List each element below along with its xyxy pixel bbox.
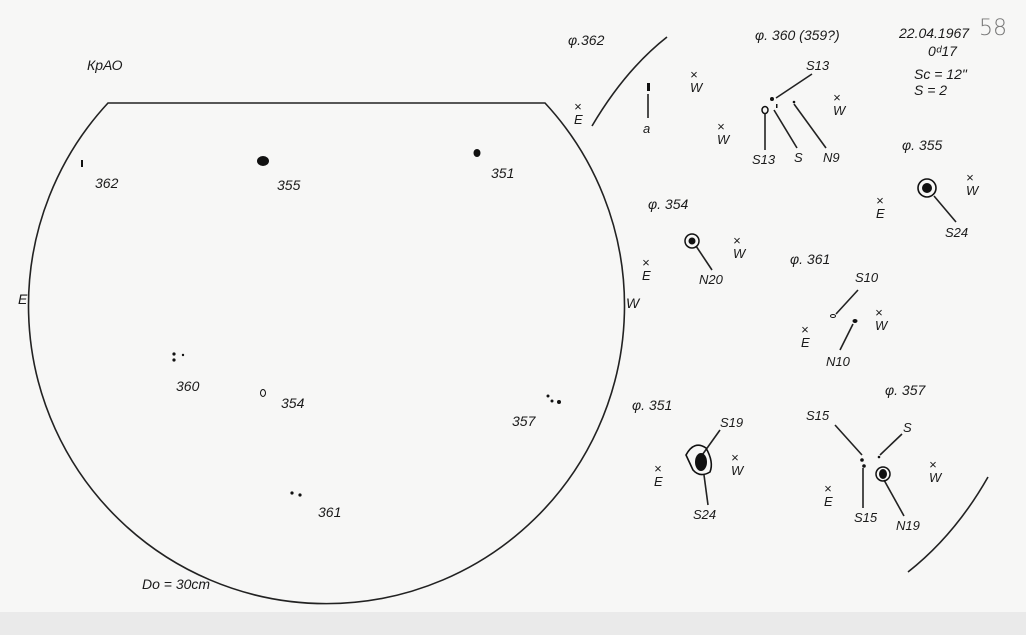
observatory-label: КрАО	[87, 57, 123, 73]
east-marker: ×E	[801, 322, 810, 350]
detail-title: φ. 354	[648, 196, 689, 212]
observation-time: 0ᵈ17	[928, 43, 957, 59]
spot-label: S13	[806, 58, 830, 73]
west-marker: ×W	[875, 305, 888, 333]
east-marker: ×E	[654, 461, 663, 489]
spot-label: S13	[752, 152, 776, 167]
spot-label: S15	[854, 510, 878, 525]
east-marker: ×E	[824, 481, 833, 509]
group-label: 360	[176, 378, 200, 394]
west-marker: ×W	[833, 90, 846, 118]
west-marker: ×W	[733, 233, 746, 261]
spot-label: a	[643, 121, 651, 136]
spot-label: S	[903, 420, 912, 435]
detail-title: φ. 351	[632, 397, 673, 413]
west-marker: ×W	[966, 170, 979, 198]
group-label: 354	[281, 395, 305, 411]
spot-label: N9	[823, 150, 840, 165]
spot-label: S	[794, 150, 803, 165]
spot-label: S24	[693, 507, 717, 522]
detail-title: φ. 355	[902, 137, 943, 153]
group-label: 351	[491, 165, 515, 181]
spot-label: N20	[699, 272, 723, 287]
spot-label: N10	[826, 354, 850, 369]
spot-label: S24	[945, 225, 969, 240]
east-marker: ×E	[642, 255, 651, 283]
spot-label: S15	[806, 408, 830, 423]
east-marker: ×E	[876, 193, 885, 221]
page-number: 58	[979, 16, 1007, 41]
spot-label: N19	[896, 518, 920, 533]
group-label: 362	[95, 175, 119, 191]
detail-title: φ.362	[568, 32, 605, 48]
group-label: 361	[318, 504, 342, 520]
disk-diameter-label: Do = 30cm	[142, 576, 211, 592]
drawing-sheet	[0, 0, 1026, 612]
disk-east-label: E	[18, 291, 28, 307]
group-label: 355	[277, 177, 301, 193]
disk-west-label: W	[626, 295, 640, 311]
west-marker: ×W	[929, 457, 942, 485]
observation-date: 22.04.1967	[899, 25, 970, 41]
spot-label: S19	[720, 415, 744, 430]
scan-margin	[0, 612, 1026, 635]
scale-value: Sc = 12"	[914, 66, 967, 82]
west-marker: ×W	[717, 119, 730, 147]
west-marker: ×W	[731, 450, 744, 478]
solar-disk-outline	[27, 102, 626, 605]
detail-title: φ. 360 (359?)	[755, 27, 840, 43]
spot-label: S10	[855, 270, 879, 285]
seeing-value: S = 2	[914, 82, 948, 98]
sunspots	[81, 83, 937, 497]
limb-arc-top	[591, 36, 668, 127]
detail-title: φ. 357	[885, 382, 926, 398]
detail-title: φ. 361	[790, 251, 831, 267]
west-marker: ×W	[690, 67, 703, 95]
limb-arc-bottom	[907, 476, 989, 573]
east-marker: ×E	[574, 99, 583, 127]
group-label: 357	[512, 413, 536, 429]
